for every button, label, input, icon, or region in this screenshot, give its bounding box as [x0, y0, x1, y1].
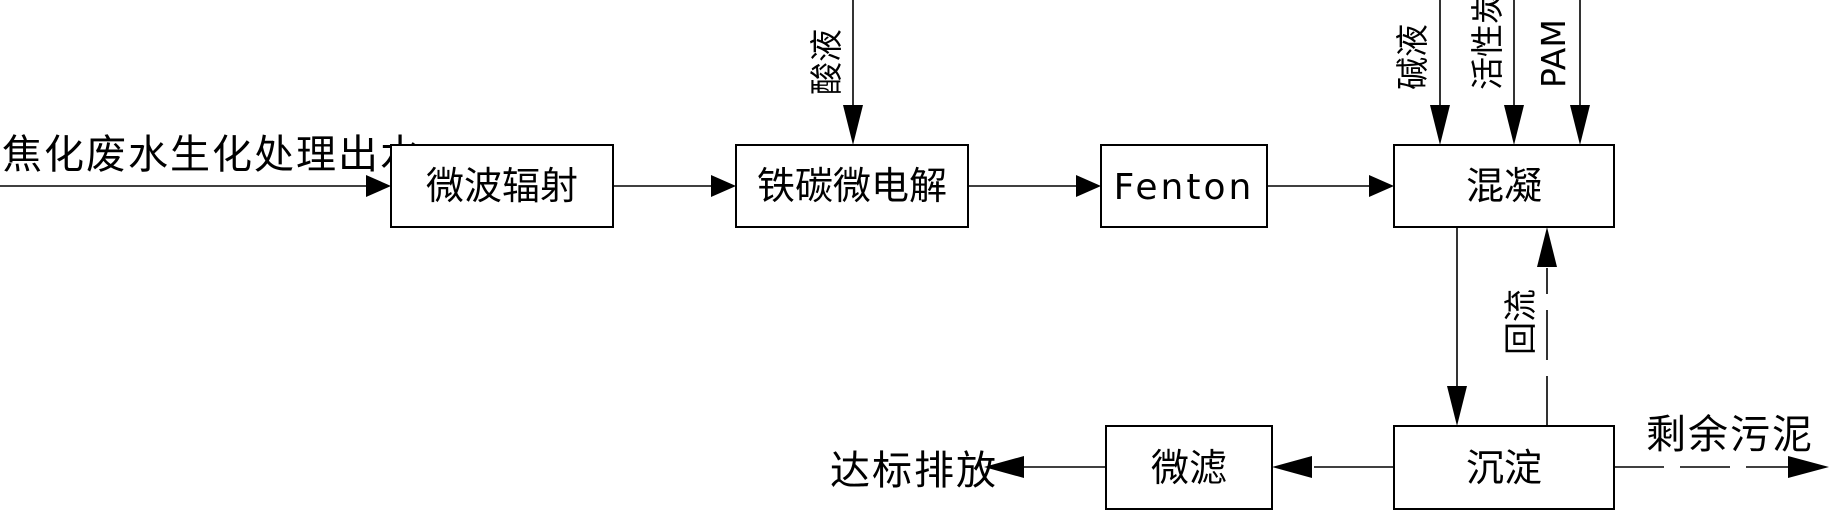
arrowhead-down-icon: [843, 105, 863, 145]
node-microwave-label: 微波辐射: [426, 164, 578, 208]
arrowhead-left-icon: [1272, 456, 1312, 478]
node-fenton[interactable]: Fenton: [1100, 144, 1268, 228]
node-fenton-box: [1100, 144, 1268, 228]
additive-acid-label: 酸液: [807, 29, 846, 95]
arrowhead-left-icon: [984, 456, 1024, 478]
node-coagulation[interactable]: 混凝: [1393, 144, 1615, 228]
additive-pam-label: PAM: [1534, 19, 1573, 88]
input-label: 焦化废水生化处理出水: [2, 132, 422, 178]
recycle-label: 回流: [1501, 289, 1540, 355]
node-iron-carbon[interactable]: 铁碳微电解: [735, 144, 969, 228]
arrowhead-up-icon: [1537, 227, 1557, 267]
arrowhead-down-icon: [1570, 105, 1590, 145]
arrowhead-right-icon: [366, 175, 391, 197]
output-label: 达标排放: [830, 448, 998, 494]
node-microfiltration-label: 微滤: [1151, 446, 1227, 490]
node-sedimentation[interactable]: 沉淀: [1393, 425, 1615, 510]
node-microwave[interactable]: 微波辐射: [390, 144, 614, 228]
node-sedimentation-label: 沉淀: [1466, 446, 1542, 490]
arrowhead-down-icon: [1430, 105, 1450, 145]
arrowhead-right-icon: [711, 175, 736, 197]
additive-activated-carbon-label: 活性炭: [1468, 0, 1507, 90]
arrowhead-down-icon: [1447, 386, 1467, 426]
additive-alkali-label: 碱液: [1393, 24, 1432, 90]
node-iron-carbon-box: [735, 144, 969, 228]
arrowhead-right-icon: [1369, 175, 1394, 197]
arrowhead-right-icon: [1076, 175, 1101, 197]
arrowhead-right-icon: [1788, 456, 1829, 478]
arrowhead-down-icon: [1504, 105, 1524, 145]
node-iron-carbon-label: 铁碳微电解: [757, 164, 947, 208]
node-coagulation-label: 混凝: [1466, 164, 1542, 208]
node-microfiltration[interactable]: 微滤: [1105, 425, 1273, 510]
node-coagulation-box: [1393, 144, 1615, 228]
node-fenton-label: Fenton: [1114, 167, 1255, 208]
sludge-label: 剩余污泥: [1646, 412, 1814, 458]
